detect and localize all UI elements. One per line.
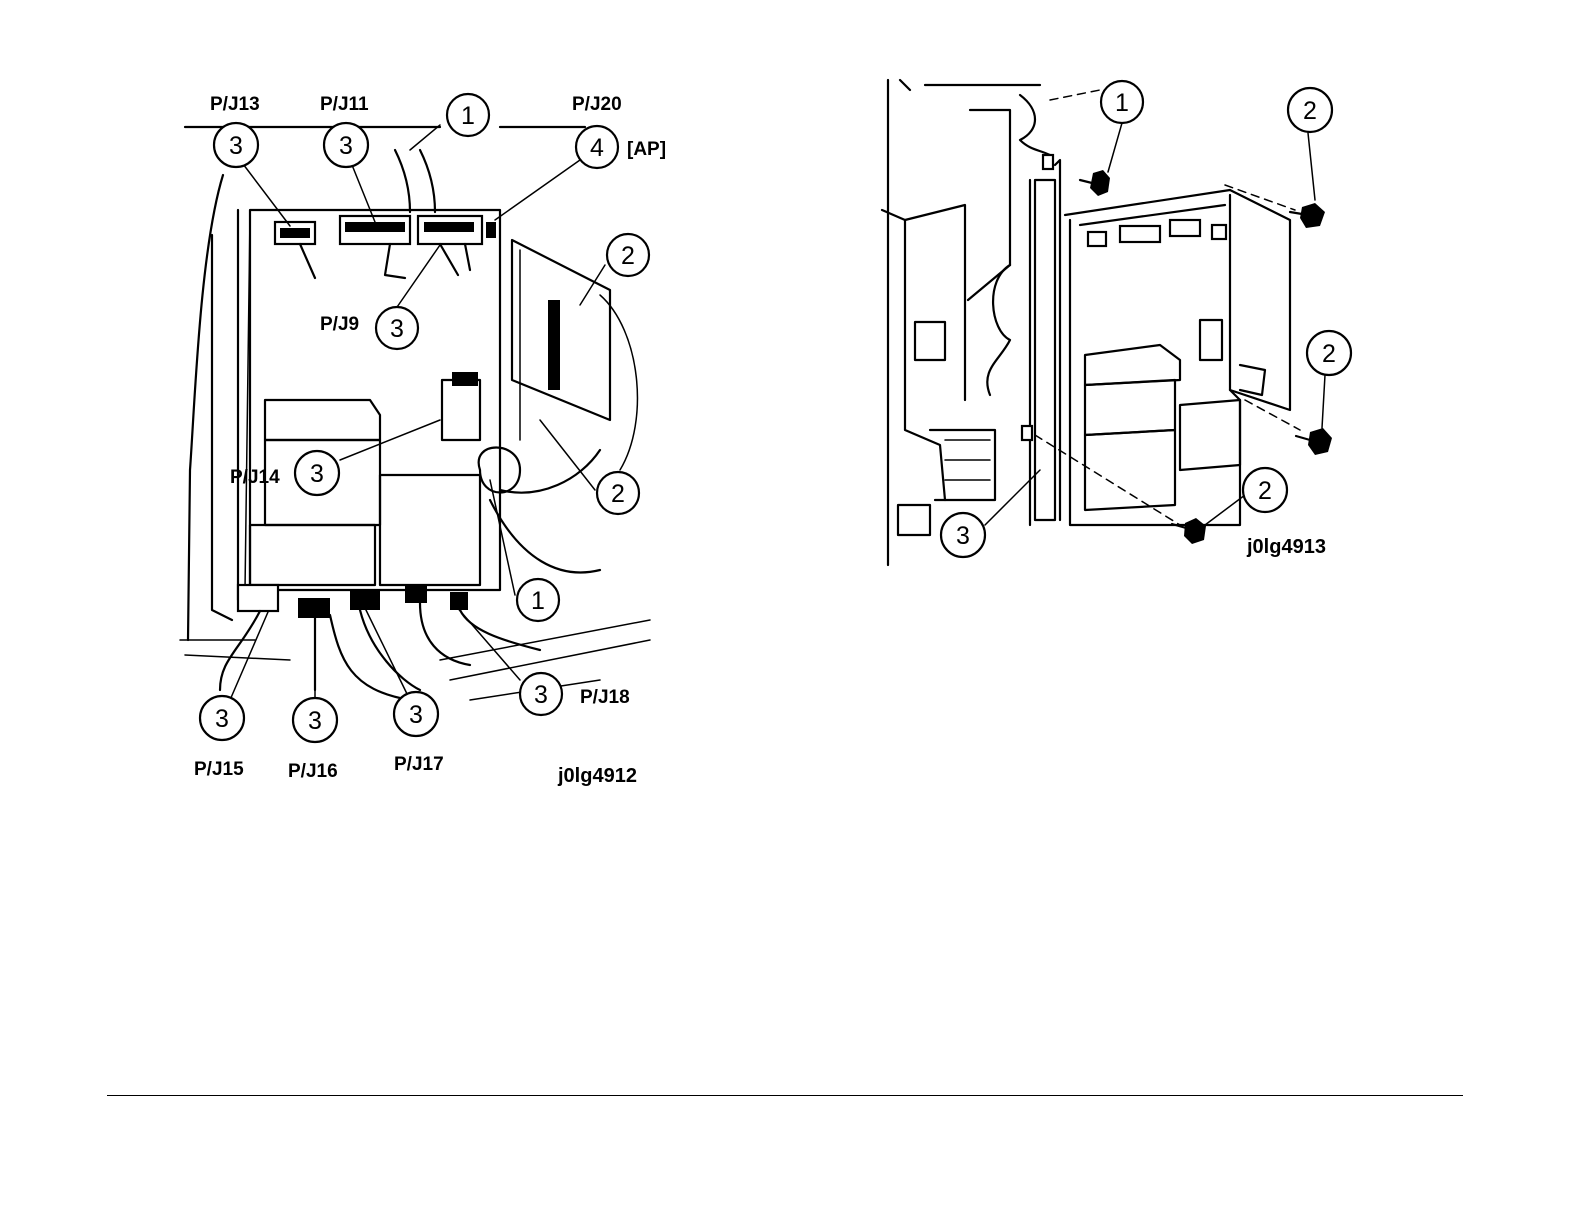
callout-3-pj9: 3 (376, 307, 418, 349)
callout-1-top: 1 (447, 94, 489, 136)
svg-text:2: 2 (1258, 477, 1272, 505)
svg-text:1: 1 (531, 587, 545, 615)
callout-3-pj11: 3 (324, 123, 368, 167)
callout-1-mid: 1 (517, 579, 559, 621)
callout-3-pj15: 3 (200, 696, 244, 740)
left-board-drawing (180, 127, 650, 700)
callout-3-pj18: 3 (520, 673, 562, 715)
svg-text:1: 1 (461, 102, 475, 130)
callout-2-bottom: 2 (1243, 468, 1287, 512)
svg-text:3: 3 (409, 701, 423, 729)
svg-text:3: 3 (308, 707, 322, 735)
label-pj14: P/J14 (230, 467, 280, 488)
callout-4-pj20: 4 (576, 126, 618, 168)
svg-text:2: 2 (611, 480, 625, 508)
right-diagram: 1 2 2 2 3 j0lg4913 (870, 70, 1370, 580)
label-pj13: P/J13 (210, 94, 260, 115)
svg-text:3: 3 (956, 522, 970, 550)
callout-3-pj14: 3 (295, 451, 339, 495)
label-pj20: P/J20 (572, 94, 622, 115)
callout-3-pj16: 3 (293, 698, 337, 742)
svg-text:3: 3 (229, 132, 243, 160)
footer-divider (107, 1095, 1463, 1096)
svg-text:1: 1 (1115, 89, 1129, 117)
left-figure-caption: j0lg4912 (557, 765, 637, 787)
label-pj18: P/J18 (580, 687, 630, 708)
svg-text:4: 4 (590, 134, 604, 162)
svg-text:2: 2 (1322, 340, 1336, 368)
callout-2-top: 2 (1288, 88, 1332, 132)
right-figure-caption: j0lg4913 (1246, 536, 1326, 558)
svg-text:2: 2 (621, 242, 635, 270)
svg-text:2: 2 (1303, 97, 1317, 125)
label-pj17: P/J17 (394, 754, 444, 775)
svg-text:3: 3 (534, 681, 548, 709)
callout-3-pj13: 3 (214, 123, 258, 167)
callout-2-top: 2 (607, 234, 649, 276)
svg-text:3: 3 (215, 705, 229, 733)
label-pj9: P/J9 (320, 314, 359, 335)
label-pj16: P/J16 (288, 761, 338, 782)
svg-text:3: 3 (390, 315, 404, 343)
label-pj15: P/J15 (194, 759, 244, 780)
callout-1: 1 (1101, 81, 1143, 123)
svg-text:3: 3 (339, 132, 353, 160)
callout-2-mid: 2 (1307, 331, 1351, 375)
left-diagram: P/J13 P/J11 P/J20 [AP] P/J9 P/J14 P/J18 … (170, 80, 690, 800)
callout-3: 3 (941, 513, 985, 557)
label-ap: [AP] (627, 139, 666, 160)
callout-3-pj17: 3 (394, 692, 438, 736)
svg-text:3: 3 (310, 460, 324, 488)
callout-2-mid: 2 (597, 472, 639, 514)
label-pj11: P/J11 (320, 94, 369, 115)
